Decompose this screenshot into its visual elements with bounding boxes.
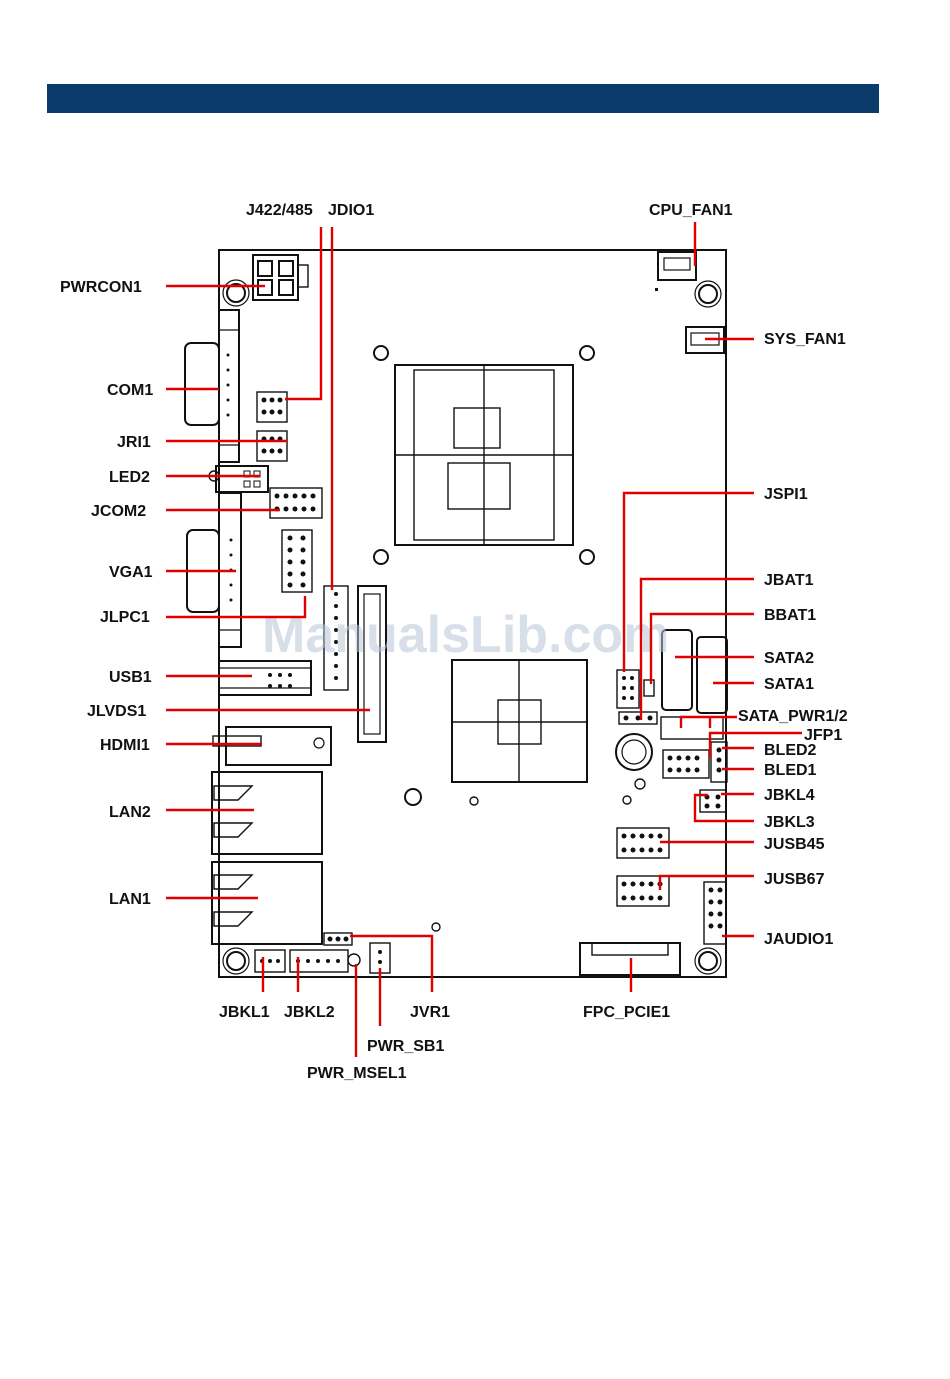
label-com1: COM1: [107, 382, 153, 399]
label-bled1: BLED1: [764, 762, 817, 779]
label-lan2: LAN2: [109, 804, 151, 821]
label-bled2: BLED2: [764, 742, 817, 759]
label-fpc-pcie1: FPC_PCIE1: [583, 1004, 670, 1021]
label-jbat1: JBAT1: [764, 572, 814, 589]
label-jdio1: JDIO1: [328, 202, 374, 219]
label-sata2: SATA2: [764, 650, 814, 667]
label-jusb45: JUSB45: [764, 836, 825, 853]
label-jspi1: JSPI1: [764, 486, 808, 503]
watermark: ManualsLib.com: [262, 606, 669, 664]
label-jri1: JRI1: [117, 434, 151, 451]
label-vga1: VGA1: [109, 564, 153, 581]
label-pwr-sb1: PWR_SB1: [367, 1038, 444, 1055]
label-led2: LED2: [109, 469, 150, 486]
label-j422-485: J422/485: [246, 202, 313, 219]
label-lan1: LAN1: [109, 891, 151, 908]
label-jaudio1: JAUDIO1: [764, 931, 833, 948]
label-jvr1: JVR1: [410, 1004, 450, 1021]
label-jlpc1: JLPC1: [100, 609, 150, 626]
label-usb1: USB1: [109, 669, 152, 686]
label-jusb67: JUSB67: [764, 871, 825, 888]
label-jbkl1: JBKL1: [219, 1004, 270, 1021]
label-hdmi1: HDMI1: [100, 737, 150, 754]
label-jbkl3: JBKL3: [764, 814, 815, 831]
label-jlvds1: JLVDS1: [87, 703, 146, 720]
label-jbkl4: JBKL4: [764, 787, 815, 804]
label-sata1: SATA1: [764, 676, 814, 693]
label-cpu-fan1: CPU_FAN1: [649, 202, 733, 219]
label-bbat1: BBAT1: [764, 607, 816, 624]
label-jcom2: JCOM2: [91, 503, 146, 520]
label-jbkl2: JBKL2: [284, 1004, 335, 1021]
label-pwr-msel1: PWR_MSEL1: [307, 1065, 407, 1082]
label-sys-fan1: SYS_FAN1: [764, 331, 846, 348]
label-sata-pwr: SATA_PWR1/2: [738, 708, 848, 725]
label-pwrcon1: PWRCON1: [60, 279, 142, 296]
